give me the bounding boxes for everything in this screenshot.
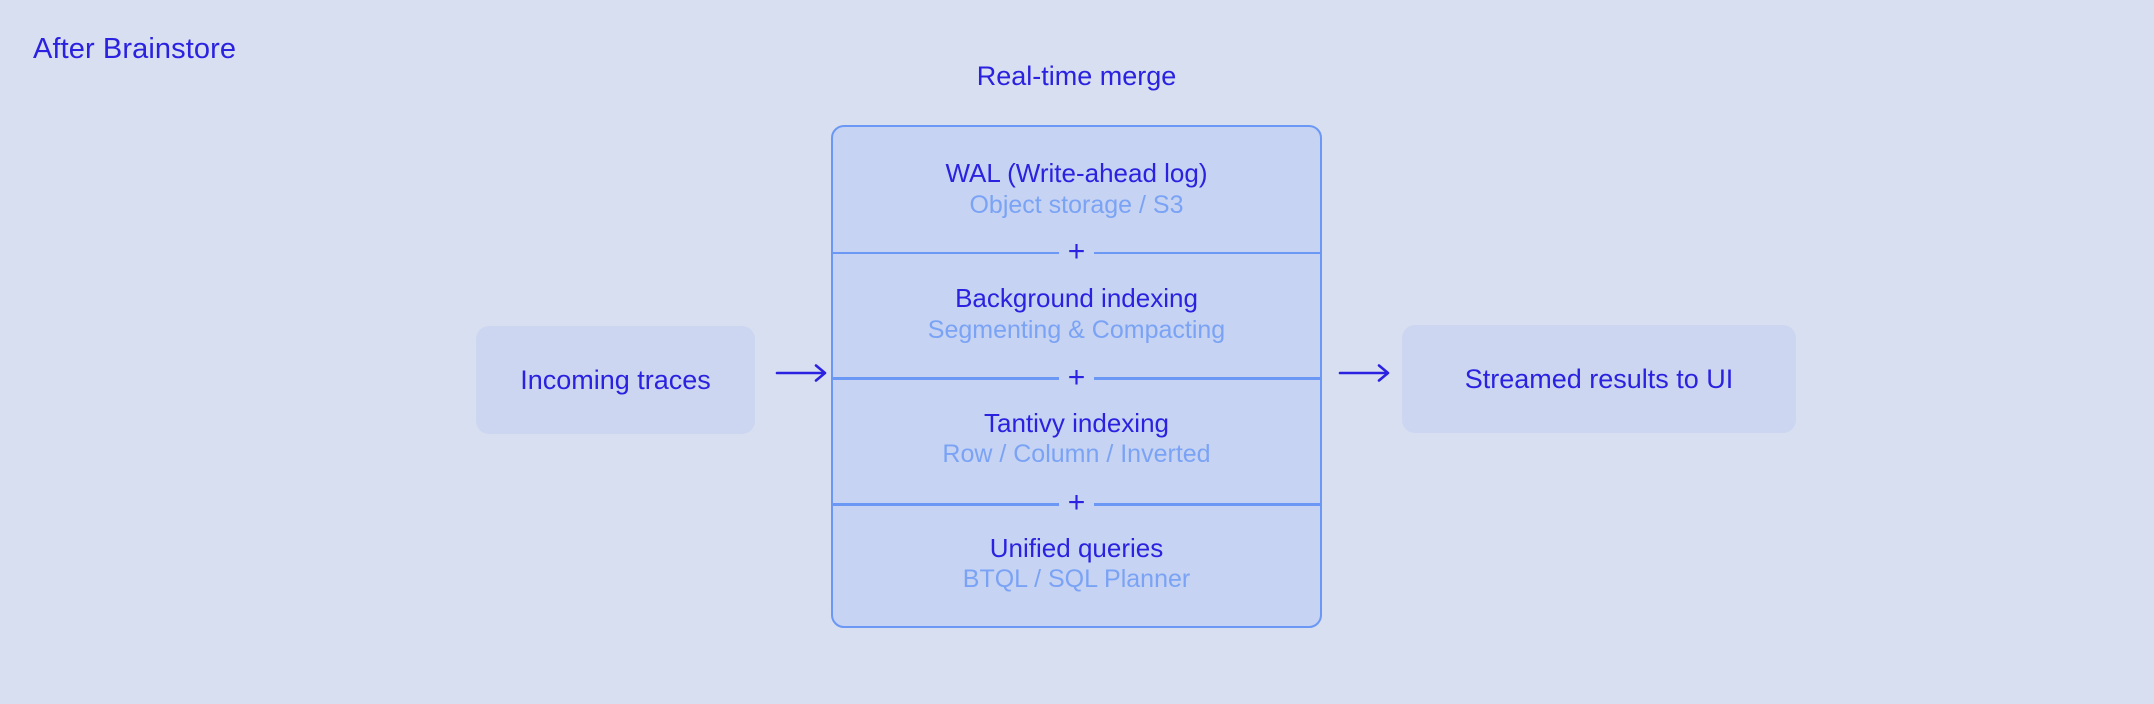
page-title: After Brainstore <box>33 33 237 65</box>
stack-layer-tantivy-indexing: Tantivy indexing Row / Column / Inverted <box>833 377 1320 502</box>
stack-caption: Real-time merge <box>976 61 1177 91</box>
stack-layer-unified-queries-subtitle: BTQL / SQL Planner <box>962 565 1191 594</box>
plus-icon: + <box>1067 360 1086 394</box>
stack-layer-wal-title: WAL (Write-ahead log) <box>945 158 1208 189</box>
stack-layer-tantivy-indexing-title: Tantivy indexing <box>984 407 1169 438</box>
node-incoming-traces: Incoming traces <box>476 326 755 434</box>
node-incoming-traces-label: Incoming traces <box>520 364 711 395</box>
divider-line-right <box>1094 251 1320 255</box>
stack-layer-tantivy-indexing-subtitle: Row / Column / Inverted <box>942 440 1211 469</box>
stack-layer-unified-queries: Unified queries BTQL / SQL Planner <box>833 501 1320 626</box>
stack-layer-wal: WAL (Write-ahead log) Object storage / S… <box>833 127 1320 252</box>
stack-layer-unified-queries-title: Unified queries <box>989 532 1164 563</box>
divider-line-right <box>1094 377 1320 380</box>
divider-line-left <box>833 503 1059 506</box>
node-streamed-results: Streamed results to UI <box>1402 325 1796 433</box>
long-right-arrow-icon <box>1338 362 1396 384</box>
stack-layer-background-indexing-title: Background indexing <box>955 283 1198 314</box>
divider-line-right <box>1094 503 1320 506</box>
long-right-arrow-icon <box>775 362 833 384</box>
plus-icon: + <box>1067 234 1086 268</box>
brainstore-stack: WAL (Write-ahead log) Object storage / S… <box>831 125 1322 628</box>
stack-layer-background-indexing-subtitle: Segmenting & Compacting <box>927 315 1226 344</box>
node-streamed-results-label: Streamed results to UI <box>1464 363 1734 394</box>
stack-layer-wal-subtitle: Object storage / S3 <box>969 190 1184 219</box>
stack-layer-background-indexing: Background indexing Segmenting & Compact… <box>833 252 1320 377</box>
plus-icon: + <box>1067 486 1086 520</box>
divider-line-left <box>833 377 1059 380</box>
divider-line-left <box>833 251 1059 255</box>
